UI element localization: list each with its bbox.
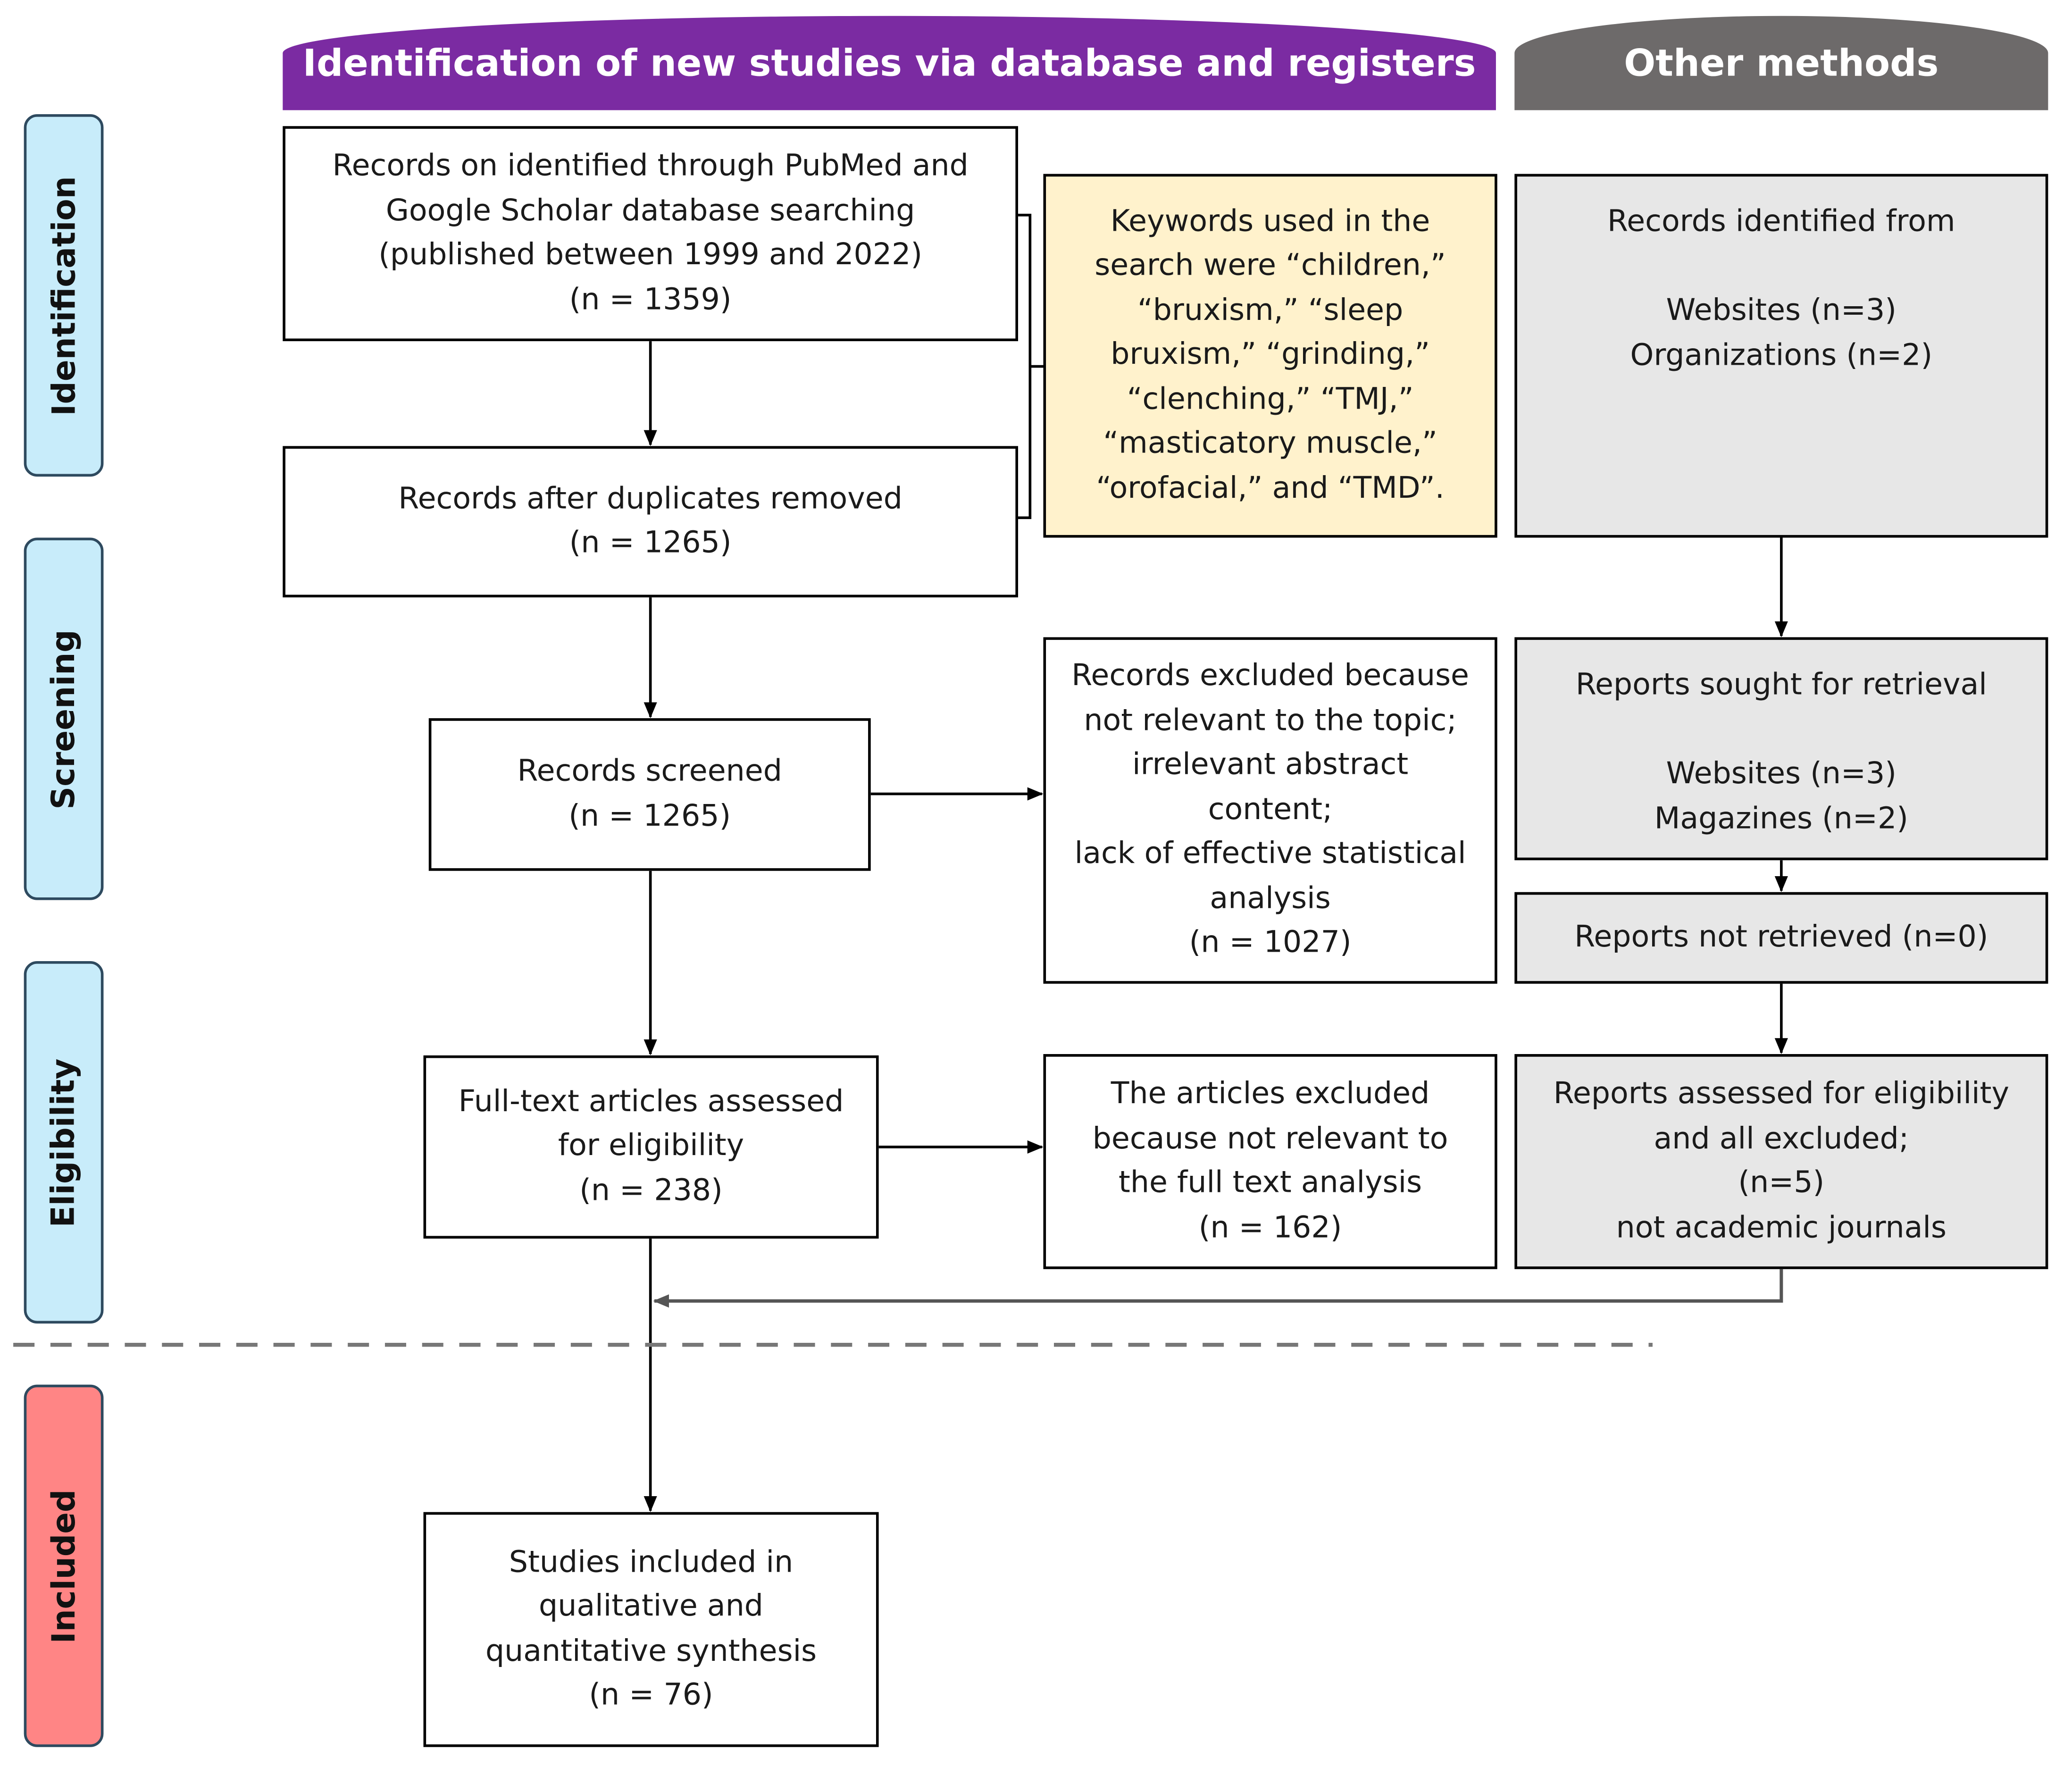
fulltext-assessed-box: Full-text articles assessed for eligibil… [423,1055,879,1239]
records-excluded-box: Records excluded because not relevant to… [1043,637,1497,984]
reports-sought-box: Reports sought for retrieval Websites (n… [1514,637,2048,861]
keywords-line-6: “masticatory muscle,” [1103,426,1437,461]
phase-identification: Identification [24,114,104,477]
keywords-line-3: “bruxism,” “sleep [1137,293,1404,328]
keywords-line-4: bruxism,” “grinding,” [1111,337,1430,372]
keywords-box: Keywords used in the search were “childr… [1043,174,1497,538]
studies-included-line-2: qualitative and [539,1589,764,1624]
studies-included-box: Studies included in qualitative and quan… [423,1512,879,1747]
records-excluded-count: (n = 1027) [1189,925,1352,960]
fulltext-assessed-count: (n = 238) [579,1173,723,1208]
arrow-other-assessed-to-main [653,1269,1783,1308]
reports-assessed-line-1: Reports assessed for eligibility [1553,1076,2009,1111]
fulltext-assessed-line-2: for eligibility [558,1129,744,1164]
keywords-line-5: “clenching,” “TMJ,” [1127,382,1414,417]
reports-sought-title: Reports sought for retrieval [1575,668,1987,703]
keywords-bracket [1018,213,1044,519]
phase-screening: Screening [24,537,104,900]
keywords-line-7: “orofacial,” and “TMD”. [1096,471,1445,506]
records-excluded-line-5: lack of effective statistical [1074,837,1466,871]
reports-not-retrieved-label: Reports not retrieved (n=0) [1574,920,1988,955]
reports-assessed-line-4: not academic journals [1616,1210,1947,1245]
studies-included-count: (n = 76) [589,1678,713,1713]
records-excluded-line-1: Records excluded because [1071,659,1469,694]
records-after-duplicates-count: (n = 1265) [569,526,732,561]
records-identified-line-2: Google Scholar database searching [385,193,915,228]
other-records-identified-websites: Websites (n=3) [1666,293,1897,328]
records-excluded-line-3: irrelevant abstract [1132,747,1409,782]
records-excluded-line-2: not relevant to the topic; [1084,703,1457,738]
records-excluded-line-4: content; [1208,792,1333,827]
reports-assessed-box: Reports assessed for eligibility and all… [1514,1054,2048,1269]
reports-sought-websites: Websites (n=3) [1666,756,1897,791]
keywords-line-1: Keywords used in the [1110,204,1430,239]
records-after-duplicates-box: Records after duplicates removed (n = 12… [283,446,1019,598]
studies-included-line-3: quantitative synthesis [485,1633,817,1668]
reports-sought-magazines: Magazines (n=2) [1654,801,1908,836]
records-screened-count: (n = 1265) [568,798,731,833]
records-screened-label: Records screened [517,754,782,789]
fulltext-assessed-line-1: Full-text articles assessed [458,1084,844,1119]
studies-included-line-1: Studies included in [509,1544,794,1579]
keywords-line-2: search were “children,” [1094,248,1446,284]
fulltext-excluded-box: The articles excluded because not releva… [1043,1054,1497,1269]
records-screened-box: Records screened (n = 1265) [428,718,871,871]
records-after-duplicates-label: Records after duplicates removed [398,481,902,516]
phase-eligibility: Eligibility [24,961,104,1324]
database-column-header-label: Identification of new studies via databa… [302,41,1476,85]
reports-assessed-count: (n=5) [1738,1165,1825,1200]
other-records-identified-organizations: Organizations (n=2) [1630,338,1933,373]
other-records-identified-box: Records identified from Websites (n=3) O… [1514,174,2048,538]
fulltext-excluded-line-1: The articles excluded [1111,1076,1430,1111]
phase-included: Included [24,1384,104,1747]
fulltext-excluded-line-2: because not relevant to [1092,1121,1448,1156]
records-identified-count: (n = 1359) [569,282,732,317]
other-methods-column-header-label: Other methods [1624,41,1939,85]
database-column-header: Identification of new studies via databa… [283,16,1496,110]
reports-not-retrieved-box: Reports not retrieved (n=0) [1514,892,2048,984]
reports-assessed-line-2: and all excluded; [1654,1121,1909,1156]
fulltext-excluded-line-3: the full text analysis [1119,1165,1422,1200]
records-identified-box: Records on identified through PubMed and… [283,126,1019,342]
other-methods-column-header: Other methods [1514,16,2048,110]
records-identified-line-3: (published between 1999 and 2022) [378,237,923,272]
other-records-identified-title: Records identified from [1607,204,1955,239]
records-identified-line-1: Records on identified through PubMed and [332,149,969,184]
records-excluded-line-6: analysis [1210,881,1331,916]
fulltext-excluded-count: (n = 162) [1198,1210,1342,1245]
